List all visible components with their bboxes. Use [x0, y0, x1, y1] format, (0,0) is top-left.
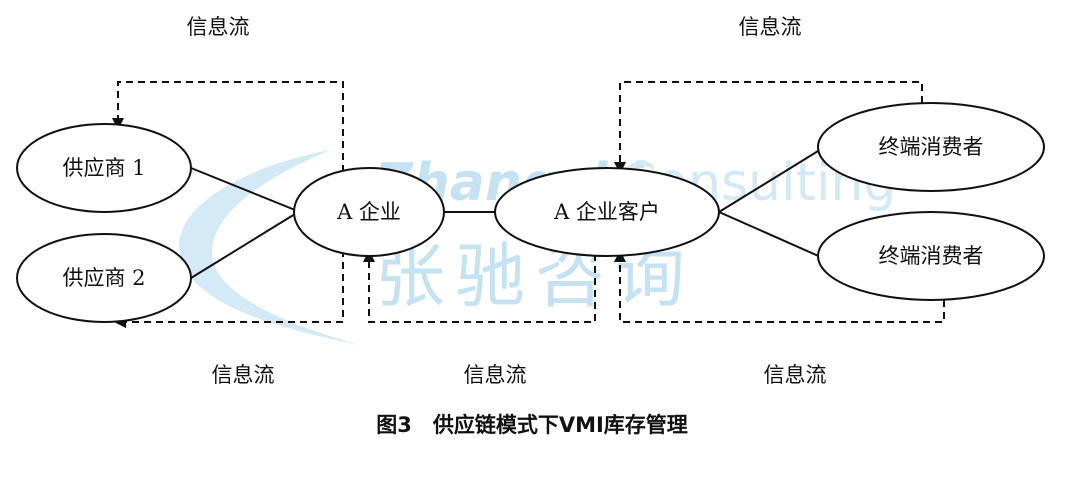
- figure-caption: 图3 供应链模式下VMI库存管理: [376, 413, 688, 437]
- info-flow-enterprise-to-supplier1: [112, 81, 344, 172]
- info-flow-consumer-top-to-customer: [614, 81, 923, 174]
- flow-label-top-right: 信息流: [739, 15, 802, 39]
- watermark-swoosh: [179, 150, 360, 345]
- info-flow-consumer-bottom-to-customer: [614, 250, 945, 323]
- flow-label-bottom-middle: 信息流: [464, 363, 527, 387]
- info-flow-enterprise-to-supplier2: [114, 250, 344, 328]
- flow-label-bottom-right: 信息流: [764, 363, 827, 387]
- node-end-consumer-top-label: 终端消费者: [879, 135, 984, 159]
- node-end-consumer-top: 终端消费者: [817, 102, 1045, 192]
- node-end-consumer-bottom: 终端消费者: [817, 211, 1045, 301]
- node-supplier-2: 供应商 2: [16, 233, 192, 323]
- node-supplier-1: 供应商 1: [16, 123, 192, 213]
- connector-supplier1-enterprise: [190, 167, 296, 211]
- flow-label-top-left: 信息流: [187, 15, 250, 39]
- node-enterprise-a-label: A 企业: [336, 200, 401, 224]
- connector-customer-consumer-top: [718, 147, 824, 213]
- node-enterprise-a-customer-label: A 企业客户: [553, 200, 660, 224]
- connector-customer-consumer-bottom: [718, 211, 824, 259]
- flow-label-bottom-left: 信息流: [212, 363, 275, 387]
- node-enterprise-a-customer: A 企业客户: [494, 167, 720, 257]
- node-enterprise-a: A 企业: [293, 167, 445, 257]
- node-supplier-1-label: 供应商 1: [62, 156, 145, 180]
- info-flow-customer-to-enterprise: [363, 250, 596, 323]
- connector-supplier2-enterprise: [190, 213, 296, 279]
- node-supplier-2-label: 供应商 2: [62, 266, 145, 290]
- node-end-consumer-bottom-label: 终端消费者: [879, 244, 984, 268]
